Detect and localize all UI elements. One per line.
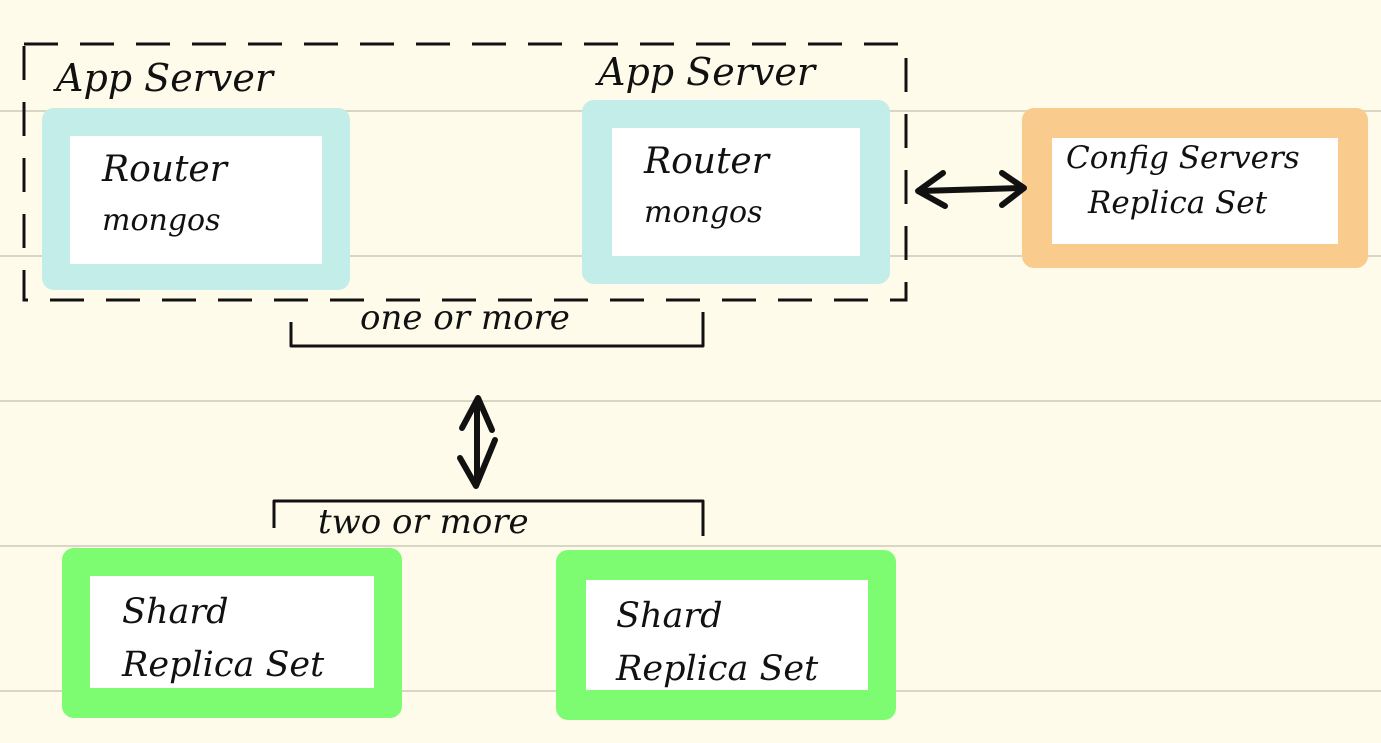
- router-right-label: Router mongos: [644, 134, 769, 236]
- shard-left-line1: Shard: [122, 592, 229, 632]
- paper-rule-4: [0, 545, 1381, 547]
- router-left-line1: Router: [102, 149, 227, 190]
- app-server-right-title: App Server: [598, 50, 815, 94]
- shard-box-right: [556, 550, 896, 720]
- config-double-arrow: [915, 170, 1027, 209]
- config-servers-line2: Replica Set: [1088, 184, 1268, 221]
- router-right-line2: mongos: [644, 194, 763, 230]
- config-servers-box-inner: [1052, 138, 1338, 244]
- paper-rule-3: [0, 400, 1381, 402]
- routers-bracket-label: one or more: [360, 298, 570, 338]
- shard-left-label: Shard Replica Set: [122, 586, 324, 691]
- shard-right-line1: Shard: [616, 596, 723, 636]
- shards-bracket-label: two or more: [318, 502, 529, 542]
- config-servers-box: [1022, 108, 1368, 268]
- shard-box-left-inner: [90, 576, 374, 688]
- config-servers-label: Config Servers Replica Set: [1066, 136, 1300, 226]
- router-left-label: Router mongos: [102, 142, 227, 244]
- app-server-left-title: App Server: [56, 56, 273, 100]
- shard-right-line2: Replica Set: [616, 648, 819, 689]
- router-right-line1: Router: [644, 141, 769, 182]
- shard-box-left: [62, 548, 402, 718]
- shards-double-arrow: [457, 395, 498, 489]
- config-servers-line1: Config Servers: [1066, 140, 1300, 176]
- shard-left-line2: Replica Set: [122, 644, 325, 685]
- shard-right-label: Shard Replica Set: [616, 590, 818, 695]
- shard-box-right-inner: [586, 580, 868, 690]
- router-left-line2: mongos: [102, 202, 221, 238]
